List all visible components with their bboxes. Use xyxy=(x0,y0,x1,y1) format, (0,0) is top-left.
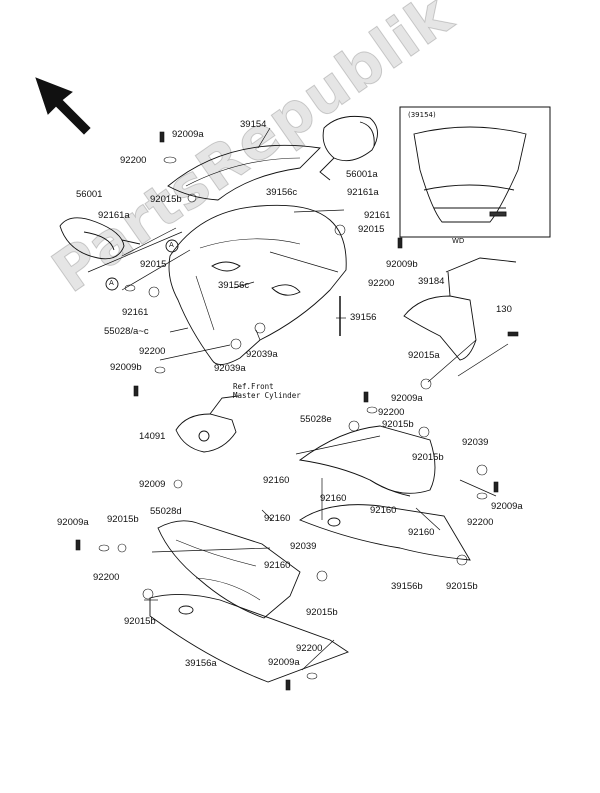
stay-part xyxy=(403,257,517,361)
callout-92015b-mid1: 92015b xyxy=(382,419,414,430)
windscreen-part xyxy=(167,144,321,201)
callout-39154: 39154 xyxy=(240,119,267,130)
callout-39156: 39156 xyxy=(350,312,377,323)
inset-frame xyxy=(399,106,551,238)
callout-92161a-left: 92161a xyxy=(98,210,130,221)
callout-92015a: 92015a xyxy=(408,350,440,361)
callout-92039-center: 92039 xyxy=(290,541,317,552)
callout-92161a-right: 92161a xyxy=(347,187,379,198)
callout-55028d: 55028d xyxy=(150,506,182,517)
callout-56001a: 56001a xyxy=(346,169,378,180)
callout-92015b-mid2: 92015b xyxy=(412,452,444,463)
callout-92200-top: 92200 xyxy=(120,155,147,166)
inner-cover-part xyxy=(298,425,436,497)
callout-92160-b: 92160 xyxy=(320,493,347,504)
callout-92039-right: 92039 xyxy=(462,437,489,448)
callout-92009a-left-bottom: 92009a xyxy=(57,517,89,528)
callout-92160-f: 92160 xyxy=(264,560,291,571)
callout-92200-mid: 92200 xyxy=(378,407,405,418)
callout-92015b-center: 92015b xyxy=(306,607,338,618)
callout-39156c-mid: 39156c xyxy=(218,280,250,291)
callout-14091: 14091 xyxy=(139,431,166,442)
reference-note-line1: Ref.Front xyxy=(233,382,274,391)
callout-56001: 56001 xyxy=(76,189,103,200)
callout-92015b-right-bottom: 92015b xyxy=(446,581,478,592)
callout-39156a: 39156a xyxy=(185,658,217,669)
direction-arrow-icon xyxy=(35,77,91,135)
callout-92200-left-bottom: 92200 xyxy=(93,572,120,583)
callout-55028ac: 55028/a~c xyxy=(104,326,149,337)
callout-39156b: 39156b xyxy=(391,581,423,592)
inset-tag: WD xyxy=(452,237,465,245)
callout-92015b-top: 92015b xyxy=(150,194,182,205)
callout-92015b-left-bottom: 92015b xyxy=(107,514,139,525)
callout-92015-right: 92015 xyxy=(358,224,385,235)
bracket-part xyxy=(175,395,239,453)
marker-circle-a2 xyxy=(105,277,119,291)
callout-92160-c: 92160 xyxy=(370,505,397,516)
callout-92009a-bottom: 92009a xyxy=(268,657,300,668)
callout-92039a-left: 92039a xyxy=(214,363,246,374)
inset-windscreen xyxy=(413,126,527,223)
callout-39156c-top: 39156c xyxy=(266,187,298,198)
right-side-panel-part xyxy=(299,504,471,561)
left-mirror-part xyxy=(59,217,141,260)
marker-a2: A xyxy=(109,279,114,287)
bottom-panel-part xyxy=(149,593,349,683)
callout-92009-left: 92009 xyxy=(139,479,166,490)
callout-92015b-left-lower: 92015b xyxy=(124,616,156,627)
callout-92161-right: 92161 xyxy=(364,210,391,221)
marker-circle-a1 xyxy=(165,239,179,253)
callout-130: 130 xyxy=(496,304,512,315)
callout-92009b-right: 92009b xyxy=(386,259,418,270)
callout-92200-left: 92200 xyxy=(139,346,166,357)
leader-lines xyxy=(87,127,509,671)
callout-55028e: 55028e xyxy=(300,414,332,425)
marker-a1: A xyxy=(169,241,174,249)
inset-label: (39154) xyxy=(408,111,436,119)
callout-92015-left: 92015 xyxy=(140,259,167,270)
callout-92009b-left: 92009b xyxy=(110,362,142,373)
reference-note-line2: Master Cylinder xyxy=(233,391,301,400)
hardware-screws xyxy=(75,131,519,691)
callout-39184: 39184 xyxy=(418,276,445,287)
callout-92039a-right: 92039a xyxy=(246,349,278,360)
right-mirror-part xyxy=(319,115,378,181)
callout-92200-right-bottom: 92200 xyxy=(467,517,494,528)
callout-92200-right: 92200 xyxy=(368,278,395,289)
callout-92009a-top: 92009a xyxy=(172,129,204,140)
callout-92160-d: 92160 xyxy=(264,513,291,524)
callout-92009a-mid: 92009a xyxy=(391,393,423,404)
callout-92161-left: 92161 xyxy=(122,307,149,318)
callout-92200-bottom: 92200 xyxy=(296,643,323,654)
callout-92160-a: 92160 xyxy=(263,475,290,486)
lower-cowl-part xyxy=(157,520,301,619)
reference-note: Ref.Front Master Cylinder xyxy=(233,382,301,400)
callout-92009a-right-bottom: 92009a xyxy=(491,501,523,512)
callout-92160-e: 92160 xyxy=(408,527,435,538)
upper-fairing-part xyxy=(168,204,347,365)
